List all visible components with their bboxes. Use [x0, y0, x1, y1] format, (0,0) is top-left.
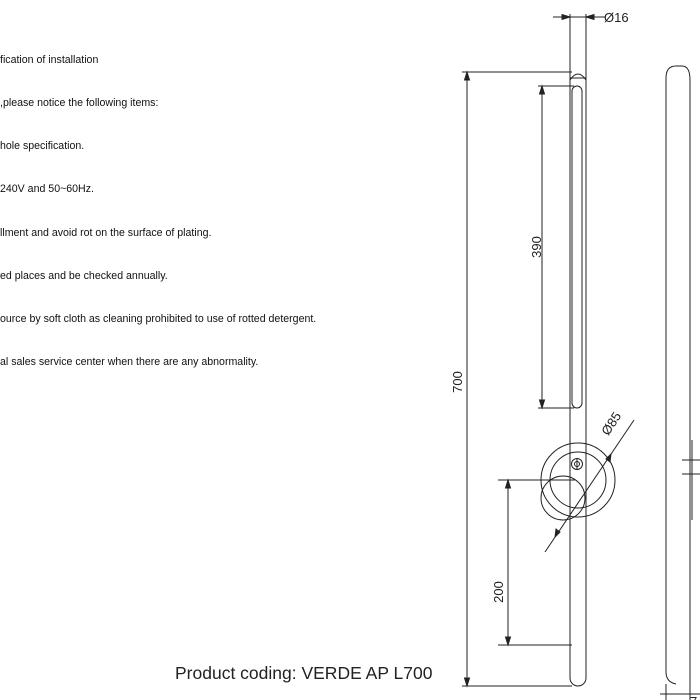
- dim-base-height: [498, 478, 575, 647]
- note-line: fication of installation: [0, 53, 99, 66]
- side-rod-bottom: [665, 671, 677, 685]
- dim-rod-diameter: [553, 13, 605, 22]
- dim-led-length: [538, 84, 574, 410]
- dim-label-total-length: 700: [450, 371, 465, 393]
- dim-base-diameter: [544, 419, 635, 553]
- note-line: ed places and be checked annually.: [0, 269, 168, 282]
- dim-label-rod-diameter: Ø16: [604, 10, 629, 25]
- installation-notes: fication of installation ,please notice …: [0, 24, 316, 384]
- note-line: al sales service center when there are a…: [0, 356, 259, 369]
- rod-top-cap: [569, 73, 587, 81]
- front-view: [540, 20, 616, 687]
- dim-label-base-height: 200: [491, 581, 506, 603]
- dim-label-base-diameter: Ø85: [598, 409, 624, 438]
- side-rod-outline: [665, 65, 691, 700]
- mount-circle: [540, 475, 586, 521]
- note-line: 240V and 50~60Hz.: [0, 183, 94, 196]
- note-line: ,please notice the following items:: [0, 97, 159, 110]
- note-line: hole specification.: [0, 140, 85, 153]
- dim-label-side-depth: 7: [690, 694, 697, 700]
- dim-label-led-length: 390: [529, 236, 544, 258]
- product-coding-caption: Product coding: VERDE AP L700: [175, 663, 433, 683]
- rod-outline: [569, 20, 587, 687]
- note-line: llment and avoid rot on the surface of p…: [0, 226, 212, 239]
- note-line: ource by soft cloth as cleaning prohibit…: [0, 313, 317, 326]
- led-strip: [571, 85, 583, 409]
- side-view: [660, 65, 700, 700]
- dim-total-length: [462, 70, 572, 688]
